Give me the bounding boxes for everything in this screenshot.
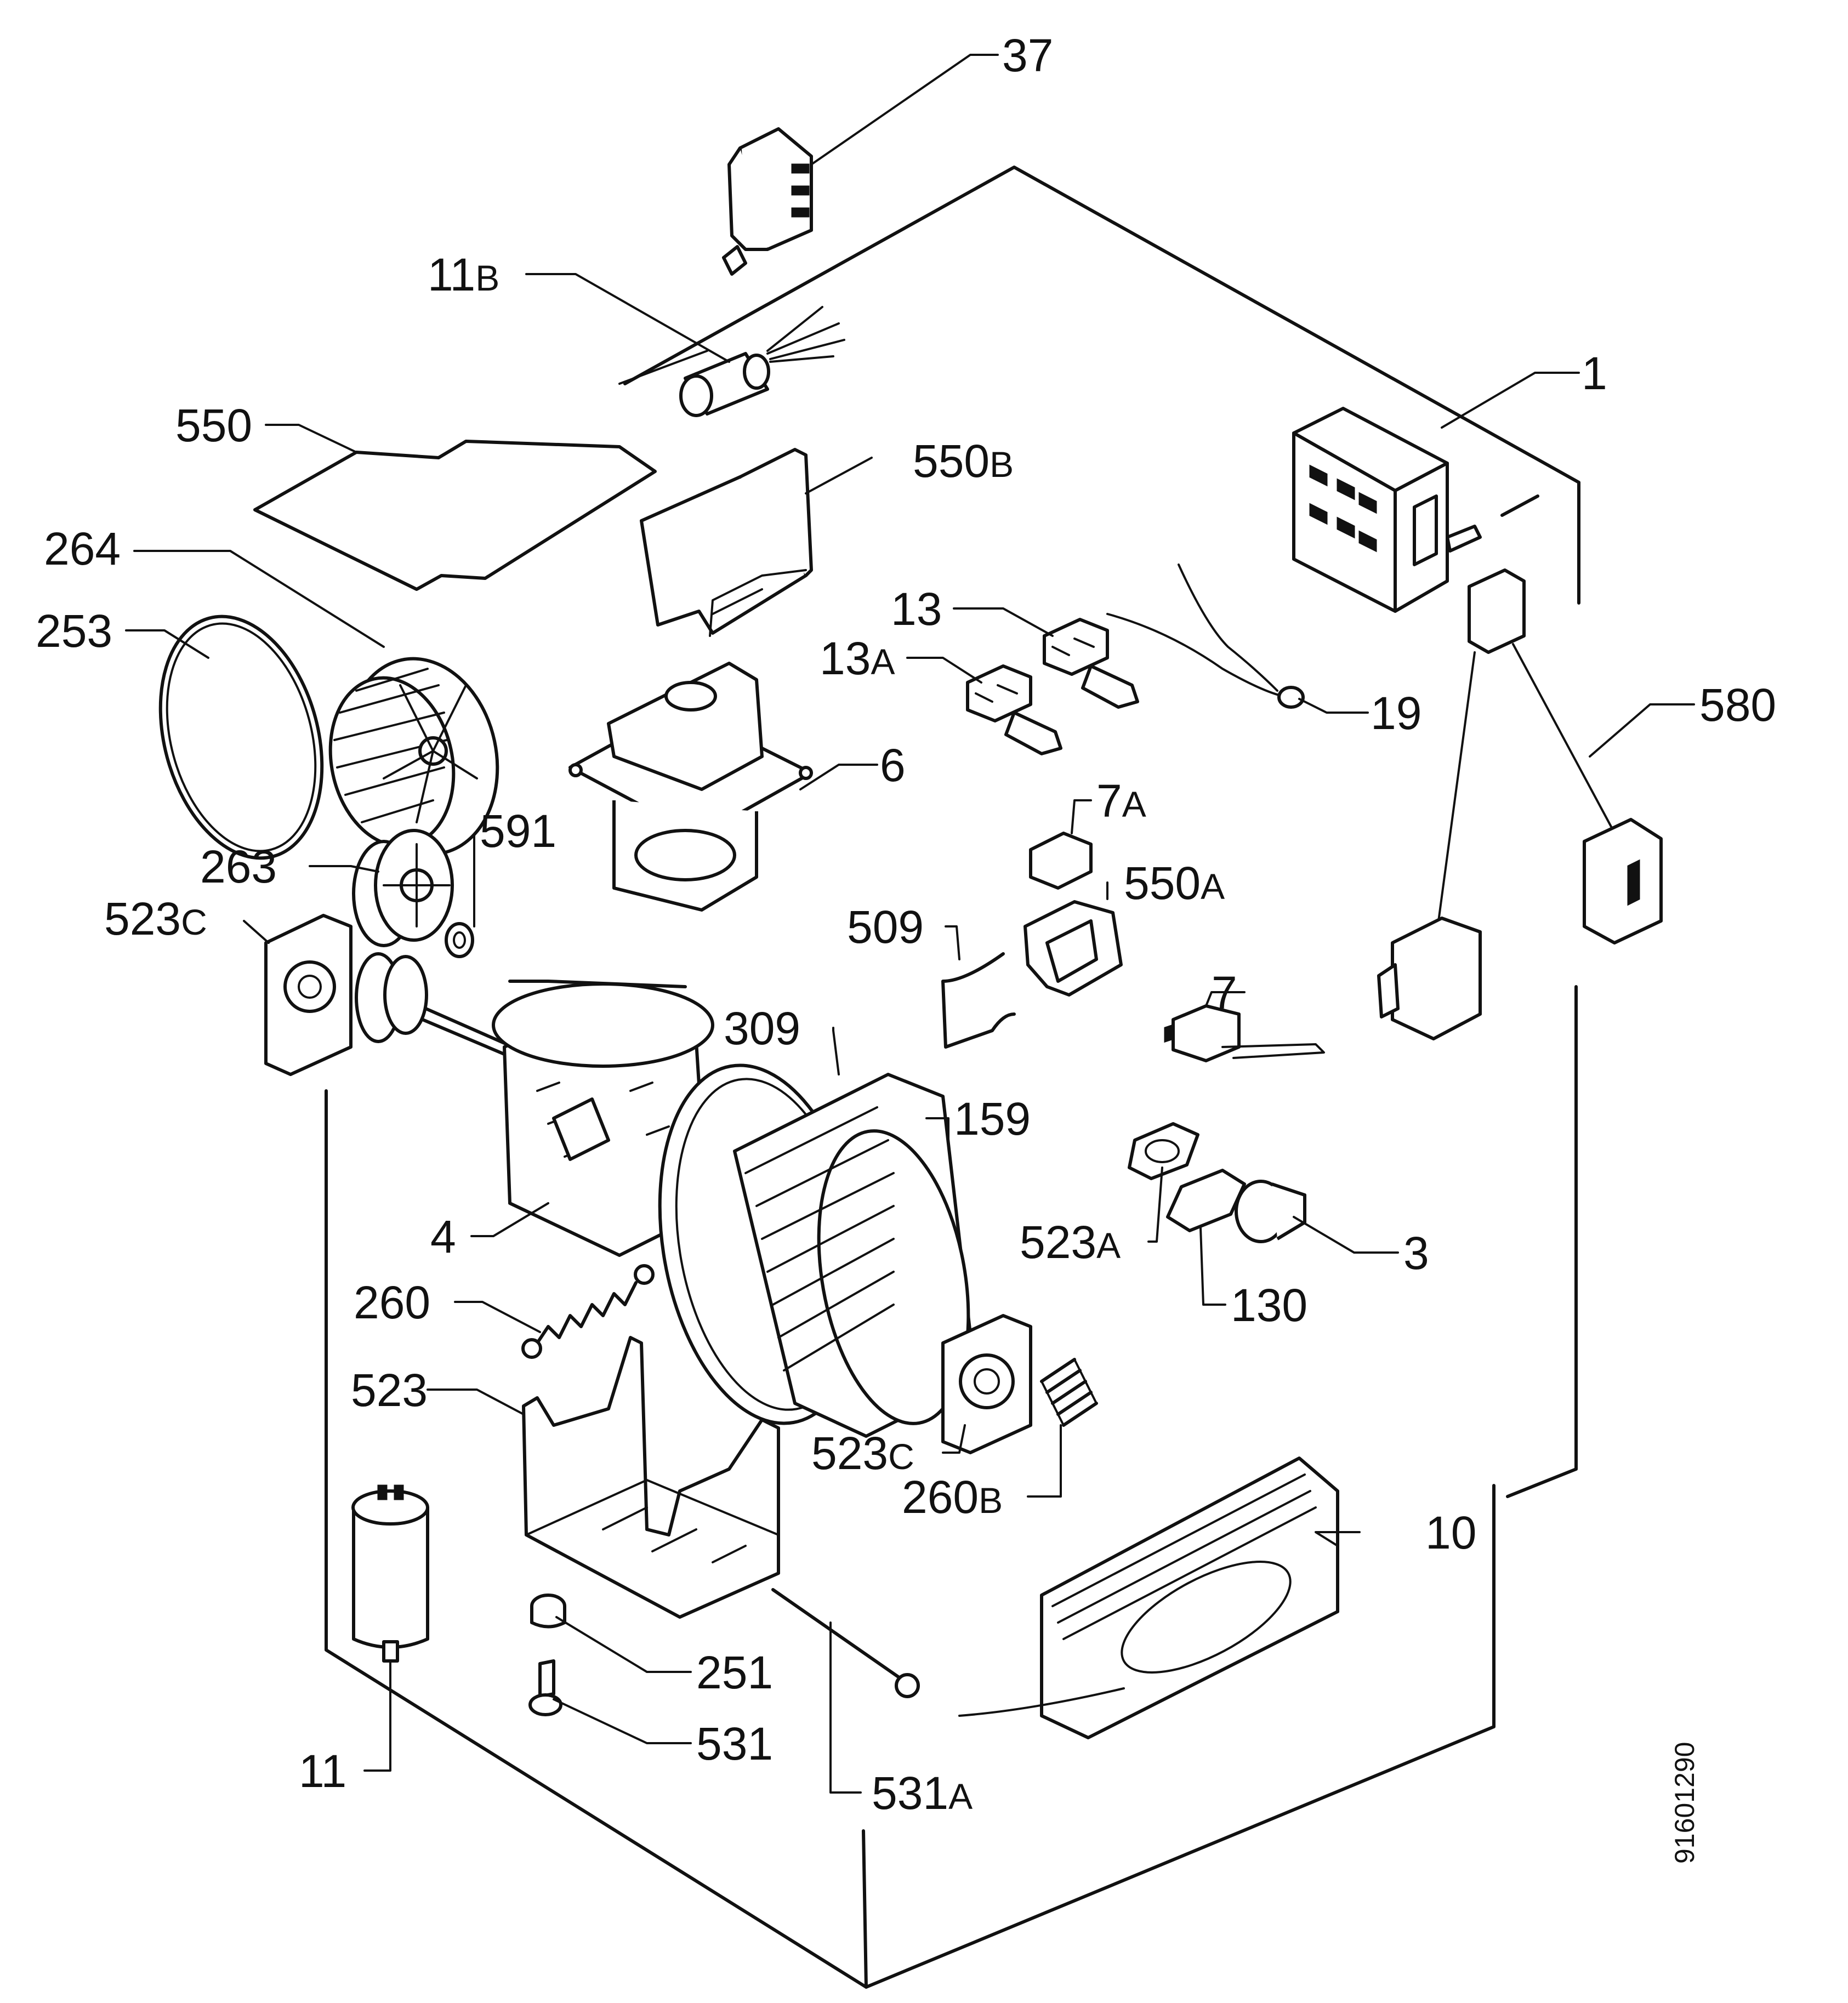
part-1-timer [1292,407,1482,613]
part-13a-connector [966,664,1062,755]
callout-260b: 260B [902,1471,1003,1523]
callout-11: 11 [299,1745,346,1797]
part-37-terminal-block [722,127,813,276]
cabinet-outline [325,166,1580,1989]
part-6-blower-housing [568,662,813,912]
callout-523c-left: 523C [104,893,207,944]
part-159-drum [733,1073,977,1438]
part-531-bolt [528,1659,562,1716]
callout-19: 19 [1371,687,1421,739]
callout-10: 10 [1425,1507,1476,1558]
callout-550a: 550A [1124,857,1225,909]
callout-1: 1 [1582,348,1607,399]
callout-260: 260 [354,1277,430,1328]
part-263-pulley [352,829,454,947]
part-264-fan-wheel [328,657,499,856]
callout-523a: 523A [1020,1216,1121,1268]
callout-531: 531 [696,1718,773,1769]
part-509-wire-spring [941,952,1016,1049]
callout-309: 309 [724,1003,800,1054]
part-260b-coil-spring [1040,1358,1098,1427]
part-550a-bracket [1023,900,1123,997]
part-11-capacitor [351,1484,429,1663]
part-591-washer [445,922,474,958]
part-523c-right-bracket [941,1314,1032,1454]
part-580-switch-assembly [1377,568,1663,1040]
part-7a-microswitch [1029,832,1093,890]
callout-591: 591 [480,805,556,857]
callout-6: 6 [880,739,906,791]
part-523c-left-bracket [264,914,352,1076]
part-19-sensor [1106,564,1305,709]
callout-253: 253 [36,605,112,657]
callout-263: 263 [200,841,277,892]
callout-523: 523 [351,1364,428,1416]
callout-13: 13 [891,583,942,635]
diagram-code: 91601290 [1669,1742,1700,1864]
callout-13a: 13A [820,633,895,684]
part-7-switch [1164,1004,1325,1062]
callout-550b: 550B [913,435,1014,487]
part-251-grommet [530,1594,566,1629]
callout-580: 580 [1699,679,1776,731]
part-253-belt [158,614,324,860]
part-260-spring [521,1264,655,1359]
callout-159: 159 [954,1093,1031,1145]
part-130-gasket [1166,1169,1246,1232]
callout-509: 509 [847,901,924,953]
part-3-thermostat [1235,1180,1306,1243]
part-4-motor [355,952,714,1257]
callout-37: 37 [1002,30,1053,81]
callout-251: 251 [696,1647,773,1698]
callout-531a: 531A [872,1767,973,1819]
callout-11b: 11B [428,249,499,300]
callout-523c-right: 523C [811,1427,914,1479]
part-11b-capacitor [618,306,845,417]
callout-3: 3 [1403,1227,1429,1279]
part-523a-clip [1128,1122,1199,1180]
callout-264: 264 [44,523,121,574]
callout-7: 7 [1212,967,1237,1018]
callout-labels: 37 11B 1 550 550B 264 253 13 13A 19 580 … [36,30,1776,1819]
part-531a-long-bolt [771,1588,920,1698]
part-550b-duct [640,448,813,637]
part-10-heater [958,1456,1339,1739]
callout-7a: 7A [1096,775,1146,827]
callout-130: 130 [1231,1279,1307,1331]
callout-550: 550 [175,400,252,451]
part-550-panel [253,440,657,591]
leader-lines [125,54,1695,1794]
part-13-connector [1043,618,1139,709]
callout-4: 4 [430,1211,456,1262]
part-523-cradle [522,1336,780,1619]
